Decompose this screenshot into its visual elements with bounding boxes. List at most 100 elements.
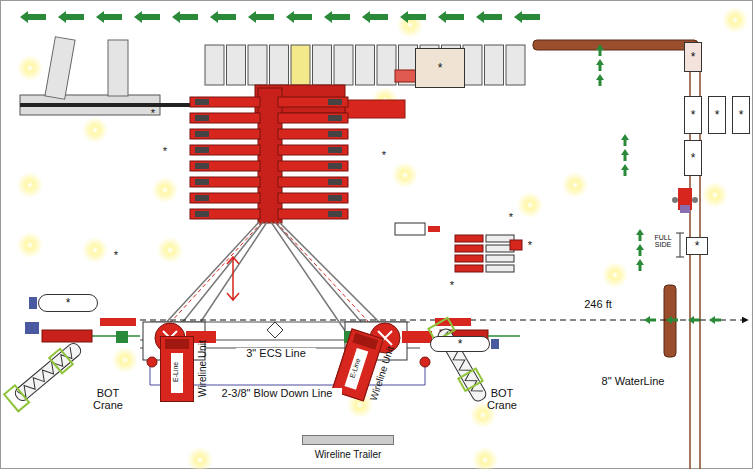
- traffic-arrow: [709, 316, 721, 324]
- pump-line: [278, 209, 348, 219]
- trailer-label: Wireline Trailer: [290, 449, 406, 460]
- equipment-label: BOT Crane: [482, 388, 522, 411]
- traffic-arrow: [476, 11, 502, 23]
- traffic-arrow: [286, 11, 312, 23]
- frac-pump: [356, 45, 375, 85]
- traffic-arrow: [644, 316, 656, 324]
- tank-cap: [491, 339, 499, 349]
- trailer: [45, 37, 75, 100]
- unit-tag: E-Line: [172, 362, 179, 382]
- traffic-arrow: [58, 11, 84, 23]
- asterisk-note: *: [524, 240, 536, 252]
- small-tank: [395, 223, 425, 235]
- traffic-arrow: [636, 244, 644, 256]
- unit-label: Wireline Unit: [198, 341, 208, 398]
- pump: [455, 245, 483, 252]
- line: [90, 335, 140, 337]
- pump: [455, 255, 483, 262]
- asterisk-note: *: [691, 151, 696, 165]
- pump-line: [190, 161, 260, 171]
- traffic-arrow: [621, 149, 629, 161]
- light-plant: [392, 162, 418, 188]
- light-plant: [602, 262, 628, 288]
- traffic-arrow: [514, 11, 540, 23]
- line: [488, 335, 520, 337]
- pump: [510, 240, 522, 250]
- equipment-box: *: [708, 96, 726, 134]
- pump-line: [278, 97, 348, 107]
- traffic-arrow: [20, 11, 46, 23]
- trailer: [486, 255, 514, 262]
- light-plant: [517, 192, 543, 218]
- asterisk-note: *: [110, 250, 122, 262]
- light-plant: [17, 232, 43, 258]
- waterline-manifold: [533, 40, 698, 50]
- side-label: FULL SIDE: [650, 234, 676, 249]
- line-label: 8" WaterLine: [598, 376, 668, 388]
- light-plant: [17, 172, 43, 198]
- asterisk-note: *: [458, 337, 463, 351]
- traffic-arrow: [621, 164, 629, 176]
- traffic-arrow: [134, 11, 160, 23]
- frac-pump: [334, 45, 353, 85]
- traffic-arrow: [636, 259, 644, 271]
- equipment-label: BOT Crane: [88, 388, 128, 411]
- frac-pump: [227, 45, 246, 85]
- bot-crane: [4, 338, 86, 411]
- pump-line: [190, 177, 260, 187]
- pump: [42, 330, 92, 342]
- center-marker: [267, 322, 283, 338]
- pump-line: [278, 145, 348, 155]
- pump: [455, 265, 483, 272]
- pump-line: [278, 161, 348, 171]
- cab: [25, 322, 39, 334]
- waterline-pipe: [540, 45, 700, 469]
- traffic-arrow: [621, 134, 629, 146]
- traffic-arrow: [324, 11, 350, 23]
- light-plant: [562, 172, 588, 198]
- wireline-trailer: Wireline Trailer: [290, 433, 406, 463]
- bot-crane: [428, 318, 491, 405]
- pump-line: [278, 113, 348, 123]
- wireline-unit: Wireline Unit E-Line: [160, 336, 220, 402]
- pump-line: [190, 193, 260, 203]
- traffic-arrow: [688, 316, 700, 324]
- storage-box: *: [415, 48, 465, 88]
- frac-pump: [205, 45, 224, 85]
- equipment-box: *: [684, 96, 702, 134]
- storage-box: *: [684, 42, 702, 72]
- tank: *: [430, 336, 490, 352]
- pump-line: [278, 177, 348, 187]
- traffic-arrow: [596, 59, 604, 71]
- equipment-box: *: [684, 140, 702, 176]
- light-plant: [722, 7, 748, 33]
- light-plant: [157, 237, 183, 263]
- asterisk-note: *: [739, 108, 744, 122]
- traffic-arrow: [400, 11, 426, 23]
- asterisk-note: *: [438, 61, 443, 75]
- pump-line: [278, 129, 348, 139]
- dimension-label: 246 ft: [578, 299, 618, 311]
- traffic-arrow: [596, 44, 604, 56]
- bracket: [676, 233, 684, 257]
- frac-pump: [291, 45, 310, 85]
- light-plant: [112, 347, 138, 373]
- line-label: 2-3/8" Blow Down Line: [212, 388, 342, 400]
- traffic-arrow: [248, 11, 274, 23]
- traffic-arrow: [96, 11, 122, 23]
- traffic-arrow: [596, 74, 604, 86]
- equipment-box: *: [686, 237, 708, 255]
- unit: [100, 318, 136, 326]
- light-plant: [187, 447, 213, 469]
- trailer: [486, 265, 514, 272]
- traffic-arrow: [362, 11, 388, 23]
- valve: [428, 226, 440, 232]
- asterisk-note: *: [378, 150, 390, 162]
- traffic-arrow: [438, 11, 464, 23]
- asterisk-note: *: [691, 108, 696, 122]
- frac-pump: [485, 45, 504, 85]
- traffic-arrow: [172, 11, 198, 23]
- equipment-box: *: [732, 96, 750, 134]
- asterisk-note: *: [715, 108, 720, 122]
- trailer-body: [302, 435, 394, 445]
